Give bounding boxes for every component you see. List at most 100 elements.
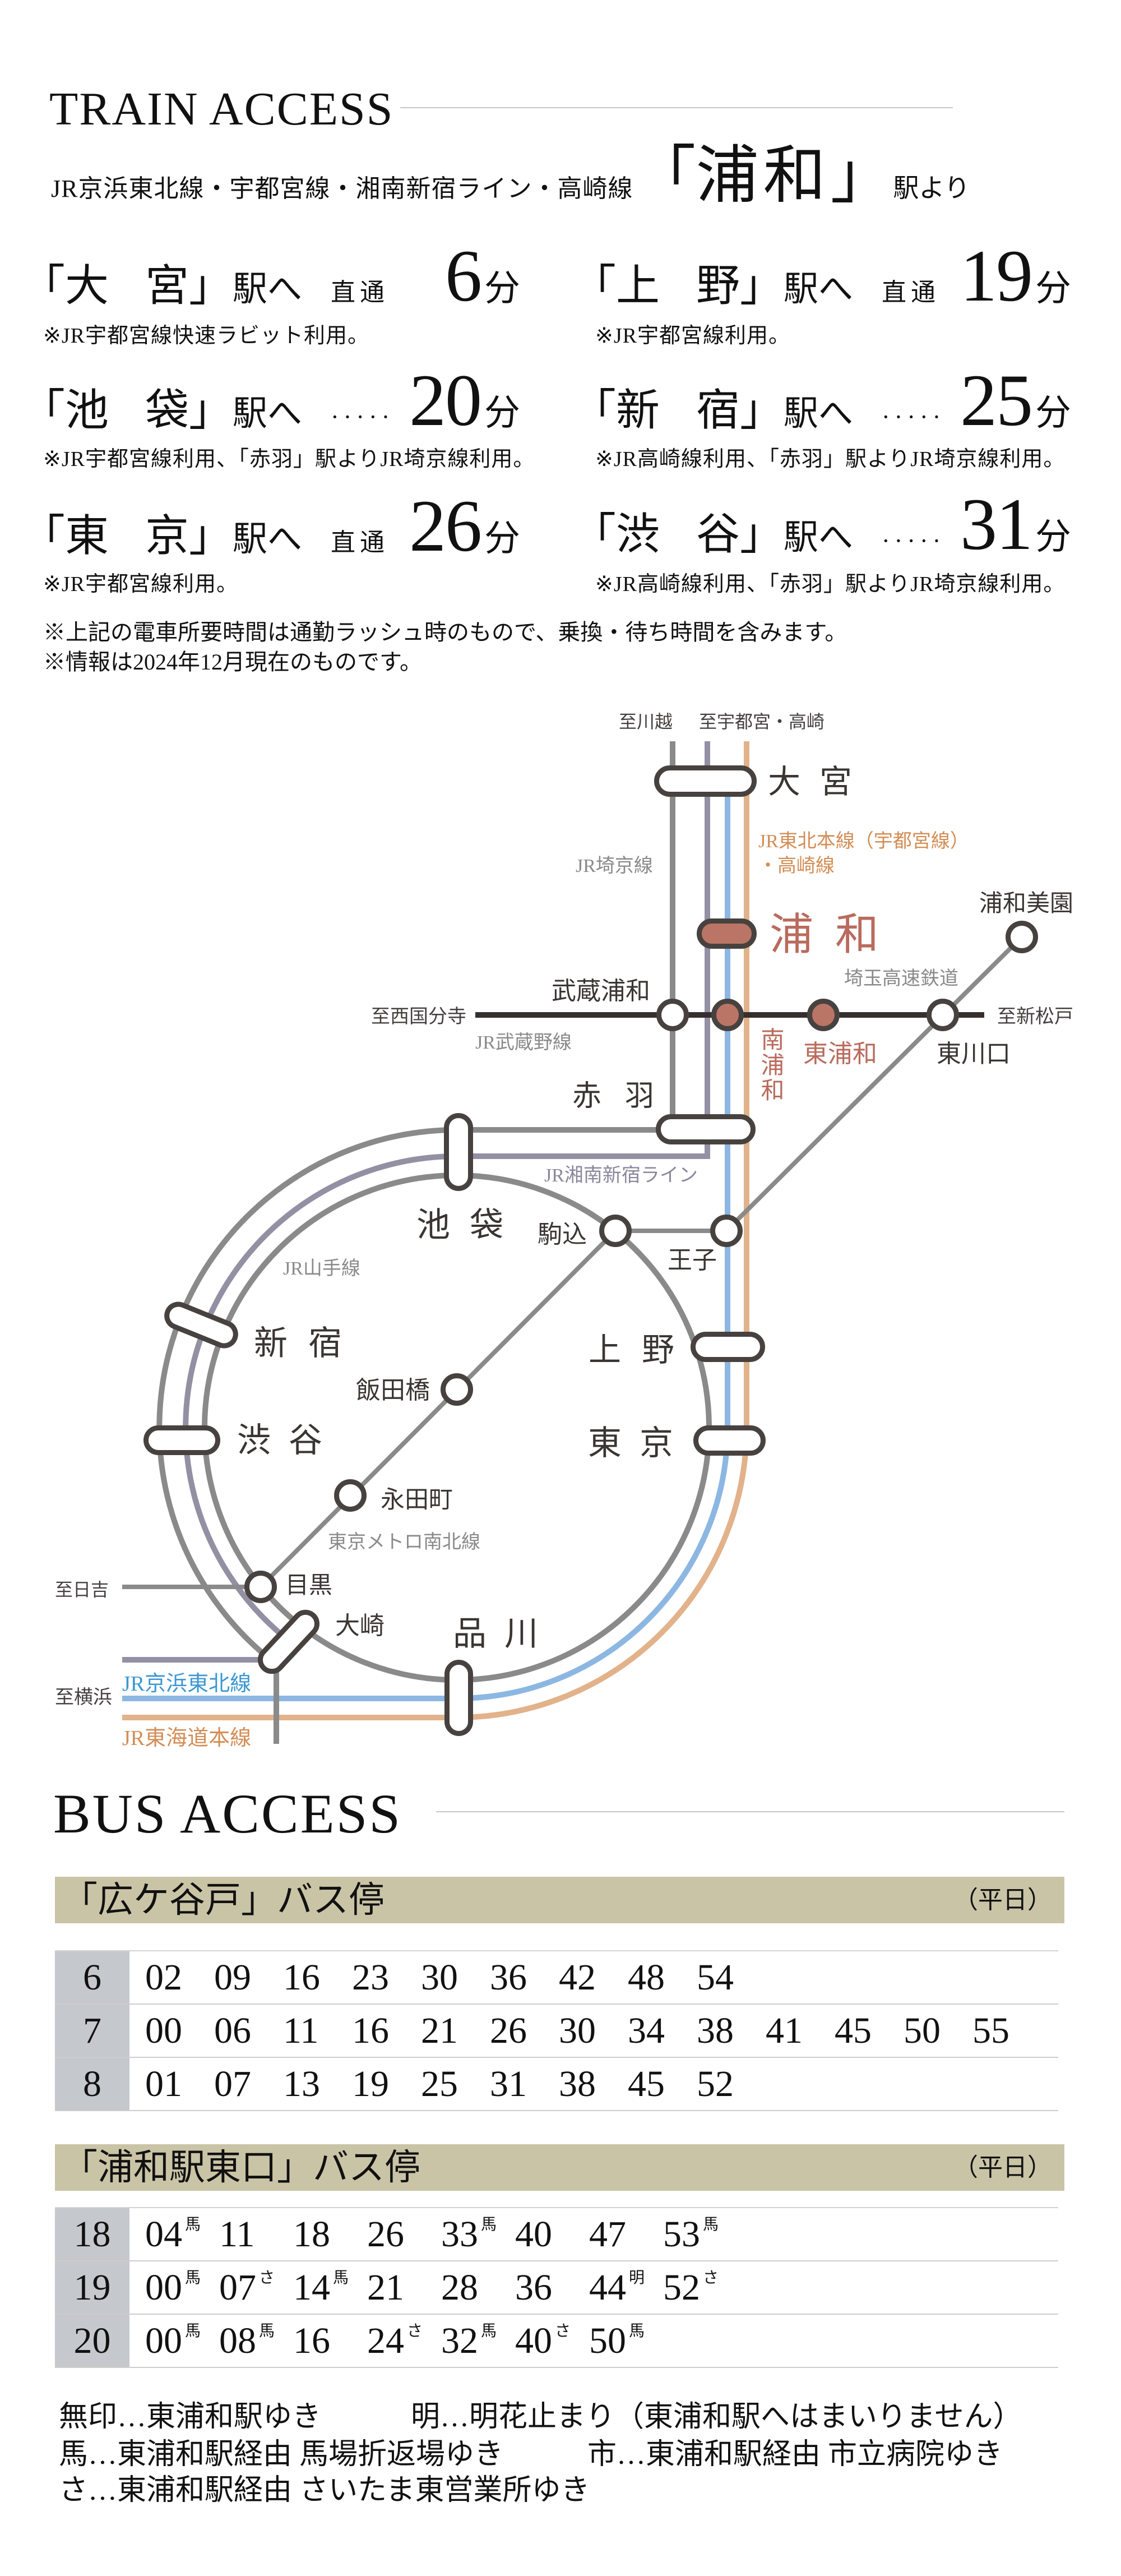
route-mark: 馬 [259, 2322, 275, 2340]
station-marker-ikebukuro [444, 1113, 473, 1191]
via-label: ····· [331, 403, 395, 431]
route-note: ※JR宇都宮線利用、「赤羽」駅よりJR埼京線利用。 [43, 447, 535, 471]
bus-stop-name: 「広ケ谷戸」バス停 [62, 1880, 385, 1920]
station-label-osaki: 大崎 [335, 1612, 385, 1640]
departure-minute: 41 [766, 2010, 803, 2051]
route-mark: 馬 [333, 2269, 349, 2287]
route-note: ※JR高崎線利用、「赤羽」駅よりJR埼京線利用。 [595, 447, 1066, 471]
station-marker-shinjuku [164, 1301, 238, 1349]
minute-cell: 45 [835, 2012, 904, 2049]
via-label: ····· [882, 403, 946, 431]
station-marker-shibuya [143, 1425, 220, 1455]
hour-cell: 6 [55, 1951, 129, 2003]
station-name: 池袋 [65, 386, 189, 435]
direction-label: 至宇都宮・高崎 [699, 712, 824, 732]
route-mark: 馬 [185, 2269, 201, 2287]
route-mark: さ [555, 2322, 571, 2340]
departure-minute: 18 [293, 2213, 330, 2255]
station-marker-higashi-urawa [807, 999, 840, 1031]
bracket-open: 「 [572, 261, 617, 310]
departure-minute: 08 [219, 2320, 256, 2361]
route-note: ※JR高崎線利用、「赤羽」駅よりJR埼京線利用。 [595, 573, 1066, 596]
route-mark: さ [703, 2269, 719, 2287]
minute-cell: 13 [283, 2063, 352, 2104]
minute-cell: 11 [219, 2215, 293, 2253]
minute-cell: 50 [904, 2012, 972, 2049]
minute-cell: 07 [214, 2063, 283, 2104]
bus-stop-header: 「浦和駅東口」バス停 （平日） [55, 2144, 1064, 2191]
bracket-open: 「 [633, 141, 696, 211]
departure-minute: 52 [663, 2266, 700, 2308]
line-label-saitama-railway: 埼玉高速鉄道 [844, 968, 958, 989]
bracket-close: 」 [740, 386, 784, 435]
station-label-musashi-urawa: 武蔵浦和 [552, 977, 650, 1005]
station-label-higashi-urawa: 東浦和 [803, 1040, 877, 1068]
departure-minute: 28 [441, 2266, 478, 2308]
bracket-open: 「 [21, 386, 66, 435]
departure-minute: 33 [441, 2213, 478, 2255]
station-name: 上野 [616, 261, 740, 310]
departure-minute: 23 [352, 1956, 389, 1998]
travel-minutes: 31 [960, 483, 1033, 565]
minute-cell: 41 [766, 2012, 835, 2049]
destination-station: 「 上野 」 [572, 264, 784, 308]
via-label: 直通 [331, 529, 390, 556]
departure-minute: 09 [214, 1956, 251, 1998]
departure-minute: 16 [293, 2320, 330, 2361]
departure-minute: 53 [663, 2213, 700, 2255]
minute-cell: 09 [214, 1959, 283, 1996]
departure-minute: 11 [283, 2010, 319, 2051]
station-label-higashi-kawaguchi: 東川口 [937, 1040, 1011, 1068]
station-name: 新宿 [616, 386, 740, 435]
departure-minute: 06 [214, 2010, 251, 2051]
hour-cell: 18 [55, 2208, 129, 2260]
departure-minute: 07 [219, 2266, 256, 2308]
origin-lines: JR京浜東北線・宇都宮線・湘南新宿ライン・高崎線 [51, 175, 633, 202]
minute-cell: 06 [214, 2012, 283, 2049]
station-marker-osaki [257, 1609, 320, 1674]
route-item: 「 東京 」 駅へ 直通 26 分 [21, 489, 520, 563]
departure-minute: 45 [835, 2010, 872, 2051]
route-item: 「 渋谷 」 駅へ ····· 31 分 [572, 487, 1071, 561]
minute-cell: 38 [697, 2012, 766, 2049]
bus-stop-name: 「浦和駅東口」バス停 [62, 2147, 420, 2187]
bracket-open: 「 [572, 386, 617, 435]
departure-minute: 07 [214, 2063, 251, 2104]
minute-cell: 26 [367, 2215, 441, 2253]
departure-minute: 32 [441, 2320, 478, 2361]
departure-minute: 16 [352, 2010, 389, 2051]
minutes-unit: 分 [484, 519, 521, 558]
legend-item: 明…明花止まり（東浦和駅へはまいりません） [411, 2401, 1022, 2433]
minute-cell: 30 [421, 1959, 490, 1996]
via-label: 直通 [331, 279, 390, 306]
direction-label: 至川越 [619, 712, 673, 732]
route-mark: 馬 [185, 2322, 201, 2340]
legend-item: さ…東浦和駅経由 さいたま東営業所ゆき [59, 2475, 590, 2506]
route-item: 「 新宿 」 駅へ ····· 25 分 [572, 363, 1071, 437]
minute-cell: 28 [441, 2269, 515, 2306]
departure-minute: 13 [283, 2063, 320, 2104]
station-marker-musashi-urawa [656, 999, 689, 1031]
route-mark: 馬 [185, 2215, 201, 2233]
departure-minute: 04 [145, 2213, 182, 2255]
via-label: ····· [882, 527, 946, 555]
minutes-unit: 分 [1035, 393, 1072, 433]
minor-stations [244, 921, 1038, 1603]
footnote: ※情報は2024年12月現在のものです。 [43, 649, 422, 675]
departure-minute: 00 [145, 2266, 182, 2308]
direction-label: 至西国分寺 [371, 1007, 466, 1027]
minute-cell: 11 [283, 2012, 352, 2049]
departure-minute: 40 [515, 2213, 552, 2255]
minutes-unit: 分 [484, 393, 521, 433]
line-shonan-shinjuku [122, 741, 710, 1663]
direction-label: 至日吉 [55, 1580, 109, 1600]
station-label-ueno: 上野 [589, 1332, 695, 1368]
